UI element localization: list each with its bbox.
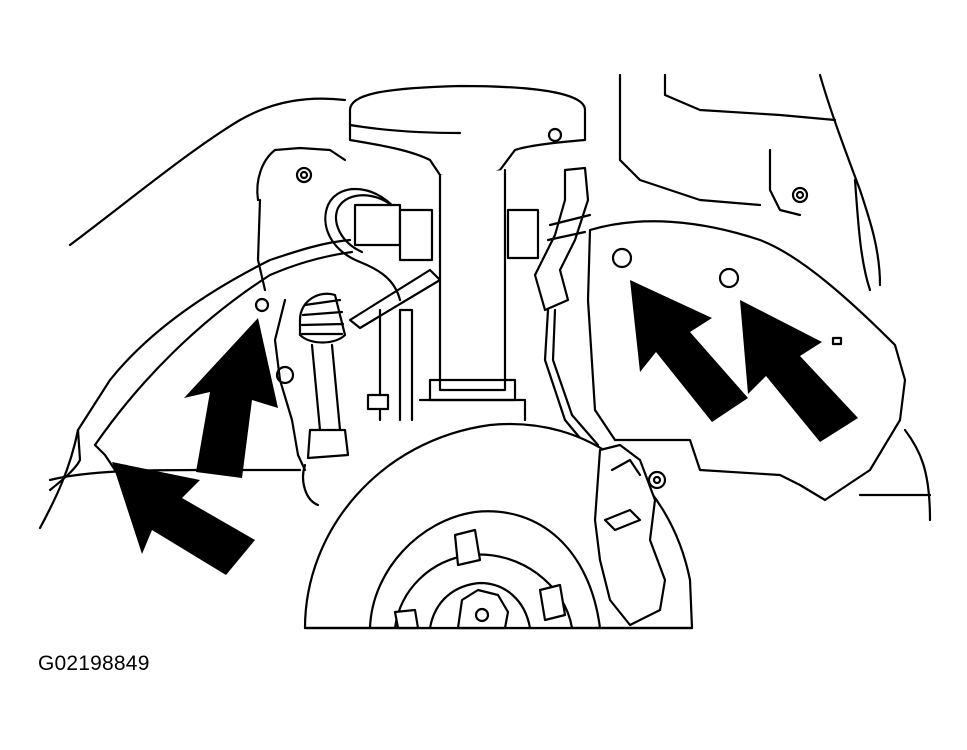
callout-arrow-right-2	[740, 300, 858, 442]
callout-arrow-center-left	[184, 318, 278, 478]
inner-fender-panel	[254, 146, 347, 472]
brake-hose	[324, 187, 442, 330]
brake-caliper	[593, 443, 667, 627]
abs-sensor-wire	[506, 166, 612, 472]
callout-arrow-lower-left	[112, 462, 255, 575]
stabilizer-link	[366, 308, 414, 422]
strut-top-mount	[348, 84, 587, 422]
cv-axle	[298, 292, 350, 507]
upper-right-body	[618, 73, 882, 292]
lower-right-body	[858, 428, 932, 522]
callout-arrow-right-1	[630, 280, 748, 422]
brake-rotor	[303, 422, 694, 630]
figure-id-label: G02198849	[38, 652, 150, 675]
